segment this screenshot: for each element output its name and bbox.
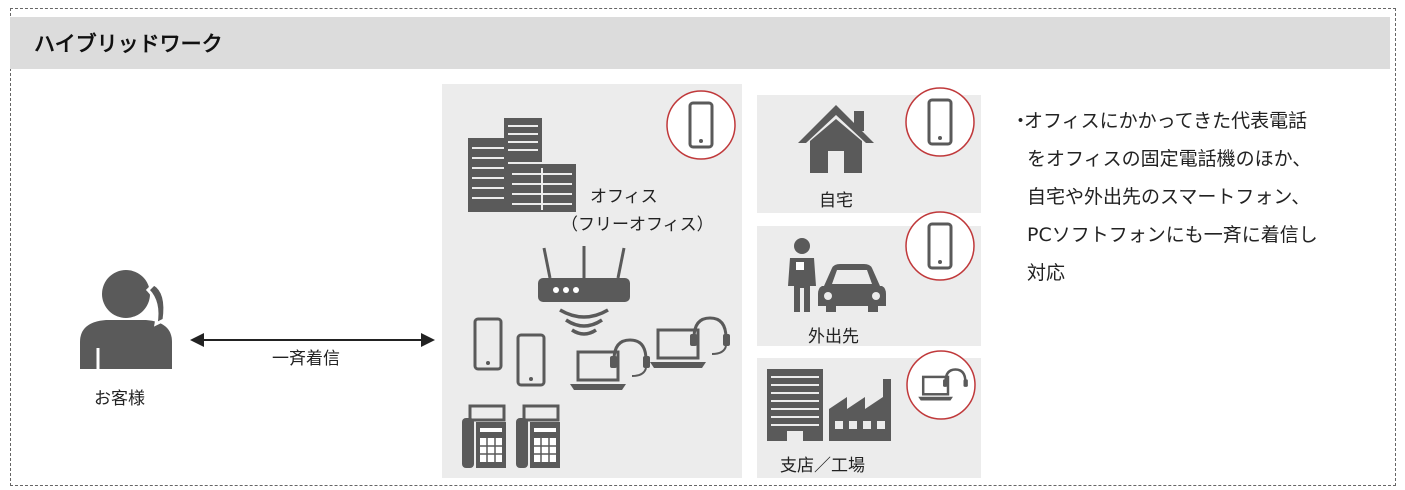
office-label: オフィス <box>590 187 658 207</box>
description-line: をオフィスの固定電話機のほか、 <box>1027 148 1312 170</box>
building-factory-icon <box>767 369 891 441</box>
smartphone-icon <box>473 317 503 371</box>
description-bullet: ・ <box>1011 110 1031 132</box>
home-label: 自宅 <box>819 191 853 211</box>
laptop-headset-icon <box>650 316 730 368</box>
header-bar <box>10 17 1390 69</box>
laptop-headset-icon <box>906 350 976 420</box>
customer-phone-icon <box>80 270 172 369</box>
laptop-headset-icon <box>570 338 650 390</box>
description-text: ・オフィスにかかってきた代表電話 をオフィスの固定電話機のほか、 自宅や外出先の… <box>1011 102 1318 292</box>
desk-phone-icon <box>516 404 560 468</box>
smartphone-icon <box>905 211 975 281</box>
branch-label: 支店／工場 <box>780 456 865 476</box>
desk-phone-icon <box>462 404 506 468</box>
wifi-router-icon <box>538 246 630 336</box>
diagram-frame <box>10 8 1396 486</box>
description-line: 対応 <box>1027 262 1066 284</box>
smartphone-icon <box>905 87 975 157</box>
smartphone-icon <box>666 90 736 160</box>
outside-label: 外出先 <box>808 327 859 347</box>
description-line: 自宅や外出先のスマートフォン、 <box>1027 186 1311 208</box>
double-arrow-icon <box>190 333 435 347</box>
office-building-icon <box>468 118 576 212</box>
house-icon <box>798 105 874 173</box>
office-sublabel: （フリーオフィス） <box>561 215 714 235</box>
arrow-label: 一斉着信 <box>272 349 340 369</box>
smartphone-icon <box>516 333 546 387</box>
person-with-car-icon <box>788 238 886 312</box>
description-line: PCソフトフォンにも一斉に着信し <box>1027 224 1318 246</box>
description-line: オフィスにかかってきた代表電話 <box>1024 110 1308 132</box>
page-title: ハイブリッドワーク <box>34 32 223 56</box>
customer-label: お客様 <box>94 389 145 409</box>
